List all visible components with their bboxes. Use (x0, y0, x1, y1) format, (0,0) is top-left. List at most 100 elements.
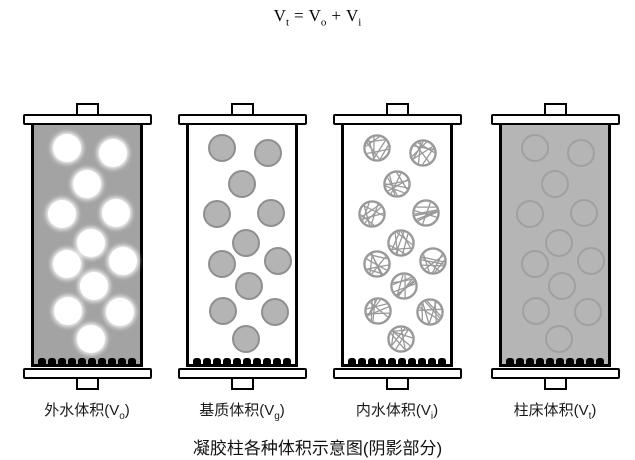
column-top-cap (490, 114, 620, 125)
formula-subscript: o (320, 16, 327, 29)
frit-dot (223, 358, 231, 364)
formula-variable: Vo (308, 6, 327, 29)
gray-bead-icon (232, 325, 260, 353)
mesh-bead-strut (422, 256, 445, 263)
column-bed-volume: 柱床体积(Vt) (490, 103, 620, 422)
column-label-paren-open: ( (415, 402, 421, 419)
column-label-paren-open: ( (259, 402, 265, 419)
frit-dot (78, 358, 86, 364)
outline-bead-icon (545, 229, 573, 257)
mesh-bead-strut (365, 136, 380, 147)
mesh-bead-strut (432, 253, 443, 273)
mesh-bead-icon (419, 247, 447, 275)
column-label: 基质体积(Vg) (199, 399, 285, 422)
column-label-subscript: o (119, 411, 125, 422)
frit-dot (283, 358, 291, 364)
frit-dot (88, 358, 96, 364)
mesh-bead-strut (400, 231, 412, 249)
column-top-cap (332, 114, 462, 125)
mesh-bead-strut (400, 327, 406, 350)
mesh-bead-strut (387, 177, 398, 196)
mesh-bead-strut (362, 202, 370, 221)
frit-dot (348, 358, 356, 364)
mesh-bead-strut (422, 303, 430, 324)
gray-bead-icon (254, 139, 282, 167)
frit-dot (68, 358, 76, 364)
column-bed-outer-water-volume (31, 125, 143, 367)
outline-bead-icon (567, 139, 595, 167)
white-bead-icon (99, 139, 127, 167)
column-label-symbol: V (420, 402, 431, 419)
white-bead-icon (77, 325, 105, 353)
column-label-subscript: i (430, 411, 434, 422)
frit-dot (536, 358, 544, 364)
column-label: 内水体积(Vi) (356, 399, 438, 422)
mesh-bead-strut (363, 205, 371, 226)
column-label-paren-open: ( (573, 402, 579, 419)
formula-variable: Vt (273, 6, 290, 29)
mesh-bead-ring (358, 200, 386, 228)
frit-dot (108, 358, 116, 364)
mesh-bead-icon (387, 229, 415, 257)
mesh-bead-strut (366, 303, 388, 310)
mesh-bead-strut (414, 209, 438, 215)
mesh-bead-strut (385, 185, 405, 194)
column-label-paren-close: ) (124, 402, 130, 419)
frit-dot (596, 358, 604, 364)
column-label: 柱床体积(Vt) (514, 399, 597, 422)
gray-bead-icon (264, 247, 292, 275)
frit-dots-row (193, 358, 291, 364)
column-label-text: 柱床体积 (513, 402, 574, 419)
gray-bead-icon (235, 272, 263, 300)
column-bed-inner-water-volume (341, 125, 453, 367)
mesh-bead-strut (394, 233, 399, 254)
frit-dot (438, 358, 446, 364)
outline-bead-icon (545, 325, 573, 353)
mesh-bead-strut (391, 247, 412, 251)
column-label-paren-close: ) (433, 402, 439, 419)
column-label: 外水体积(Vo) (44, 399, 130, 422)
mesh-bead-strut (367, 139, 385, 143)
mesh-bead-strut (417, 210, 438, 222)
gray-bead-icon (257, 199, 285, 227)
mesh-bead-strut (422, 254, 430, 272)
mesh-bead-strut (371, 253, 382, 275)
column-label-text: 外水体积 (44, 402, 105, 419)
diagram-caption: 凝胶柱各种体积示意图(阴影部分) (192, 439, 443, 458)
mesh-bead-icon (358, 200, 386, 228)
column-bottom-cap (177, 368, 307, 379)
mesh-bead-icon (363, 250, 391, 278)
frit-dot (576, 358, 584, 364)
formula-operator: = (294, 6, 304, 25)
frit-dot (243, 358, 251, 364)
column-label-text: 内水体积 (355, 402, 416, 419)
column-label-symbol: V (264, 402, 275, 419)
mesh-bead-icon (412, 199, 440, 227)
frit-dots-row (506, 358, 604, 364)
mesh-bead-ring (390, 272, 418, 300)
gray-bead-icon (203, 200, 231, 228)
formula-subscript: i (358, 16, 362, 29)
column-label-symbol: V (578, 402, 589, 419)
mesh-bead-strut (418, 308, 442, 311)
column-label-text: 基质体积 (199, 402, 260, 419)
column-label-paren-open: ( (104, 402, 110, 419)
formula-subscript: t (285, 16, 290, 29)
outline-bead-icon (574, 298, 602, 326)
frit-dot (398, 358, 406, 364)
column-bed-matrix-volume (186, 125, 298, 367)
white-bead-icon (80, 272, 108, 300)
mesh-bead-strut (393, 283, 416, 293)
mesh-bead-strut (419, 306, 439, 321)
column-label-subscript: t (588, 411, 592, 422)
mesh-bead-strut (367, 306, 389, 317)
outline-bead-icon (516, 200, 544, 228)
mesh-bead-strut (396, 172, 408, 190)
frit-dots-row (348, 358, 446, 364)
column-top-cap (177, 114, 307, 125)
column-label-subscript: g (274, 411, 280, 422)
frit-dot (213, 358, 221, 364)
outline-bead-icon (521, 134, 549, 162)
outline-bead-icon (521, 250, 549, 278)
